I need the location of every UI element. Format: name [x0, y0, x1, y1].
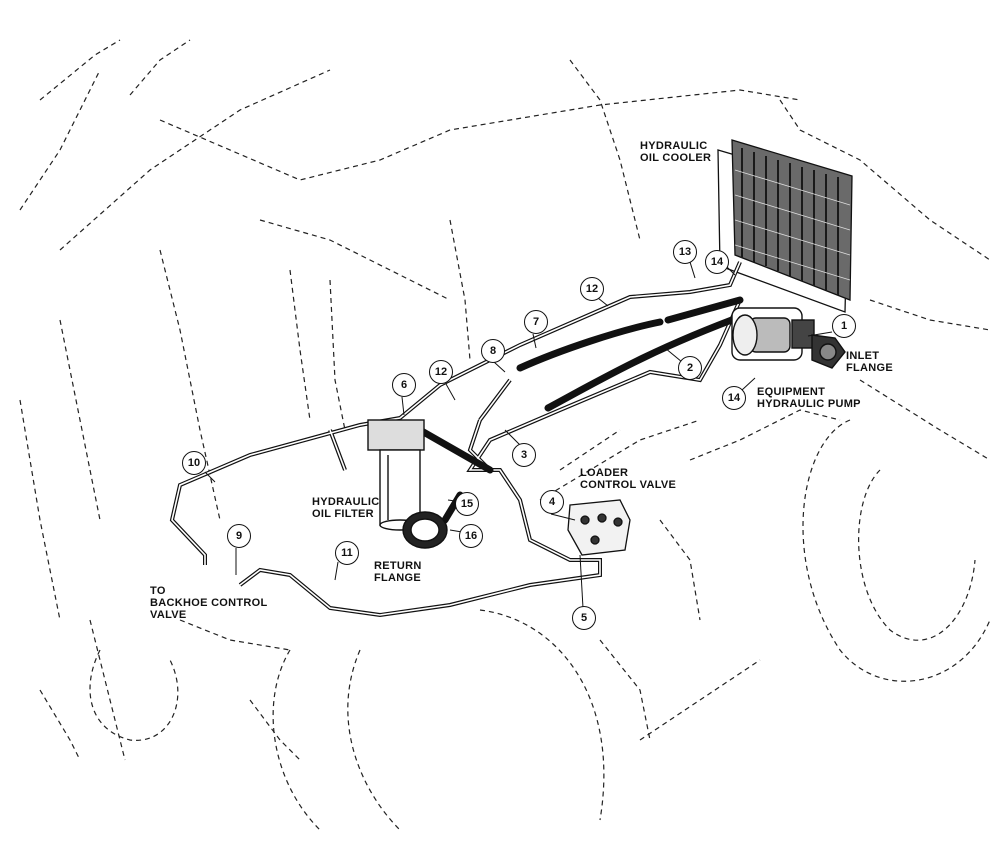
loader-valve-shape [567, 499, 631, 556]
callout-16: 16 [459, 524, 483, 548]
callout-3: 3 [512, 443, 536, 467]
callout-8: 8 [481, 339, 505, 363]
callout-4: 4 [540, 490, 564, 514]
callout-14: 14 [705, 250, 729, 274]
oil-cooler-shape [717, 139, 853, 313]
return-flange-shape [402, 511, 448, 549]
callout-12: 12 [429, 360, 453, 384]
callout-2: 2 [678, 356, 702, 380]
callout-11: 11 [335, 541, 359, 565]
callout-12: 12 [580, 277, 604, 301]
steel-tubes [169, 261, 742, 618]
steel-tubes-inner [171, 261, 741, 616]
machine-outline [19, 39, 991, 831]
callout-1: 1 [832, 314, 856, 338]
callout-10: 10 [182, 451, 206, 475]
callout-5: 5 [572, 606, 596, 630]
callout-7: 7 [524, 310, 548, 334]
callout-6: 6 [392, 373, 416, 397]
pump-shape [731, 307, 846, 369]
callout-15: 15 [455, 492, 479, 516]
callout-9: 9 [227, 524, 251, 548]
callout-14: 14 [722, 386, 746, 410]
callout-13: 13 [673, 240, 697, 264]
